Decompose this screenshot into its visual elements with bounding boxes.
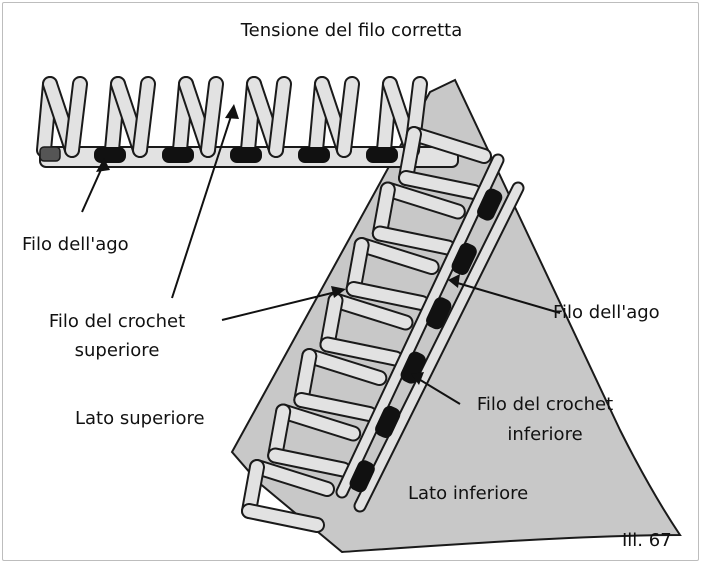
diagonal-looper-loop-fill bbox=[329, 294, 412, 329]
arrowhead bbox=[411, 372, 424, 385]
diagonal-looper-loop-fill bbox=[277, 405, 360, 440]
label-lower-looper-line1: Filo del crochet bbox=[476, 394, 614, 415]
fabric-edge-shadow bbox=[39, 146, 61, 162]
diagonal-stitch-strip bbox=[241, 126, 525, 533]
diagonal-looper-loop-fill bbox=[303, 350, 386, 384]
label-needle-thread-top: Filo dell'ago bbox=[22, 234, 129, 255]
label-needle-thread-right: Filo dell'ago bbox=[553, 302, 660, 323]
arrowhead bbox=[96, 158, 110, 172]
needle-thread-knot bbox=[230, 147, 262, 163]
needle-thread-knot bbox=[477, 188, 503, 221]
lower-looper-edge-fill bbox=[337, 155, 503, 497]
arrowhead bbox=[448, 274, 460, 288]
arrowhead bbox=[331, 286, 346, 298]
leader-upper-looper-diag bbox=[221, 290, 341, 321]
diagonal-looper-loop-fill bbox=[321, 338, 402, 365]
arrowhead bbox=[225, 104, 239, 119]
diagonal-looper-loop-fill bbox=[355, 239, 438, 273]
diagonal-looper-loop-fill bbox=[251, 461, 333, 495]
upper-looper-loop-fill bbox=[66, 78, 86, 156]
leader-lower-looper bbox=[416, 377, 461, 405]
diagonal-looper-loop-fill bbox=[400, 172, 480, 198]
upper-looper-loop-fill bbox=[270, 78, 290, 156]
needle-thread-knot bbox=[349, 460, 375, 493]
diagonal-looper-loop-fill bbox=[243, 505, 323, 531]
needle-thread-knot bbox=[451, 242, 477, 275]
upper-looper-loop-fill bbox=[134, 78, 154, 156]
needle-thread-knot bbox=[375, 405, 401, 438]
upper-looper-loop-fill bbox=[338, 78, 358, 156]
needle-thread-knot bbox=[426, 297, 452, 330]
figure-number: Ill. 67 bbox=[622, 530, 672, 551]
diagram-title: Tensione del filo corretta bbox=[240, 20, 463, 41]
upper-looper-loop-fill bbox=[202, 78, 222, 156]
diagonal-looper-loop-fill bbox=[347, 283, 428, 309]
diagonal-looper-loop-fill bbox=[381, 183, 464, 218]
diagonal-looper-loop-fill bbox=[408, 128, 490, 162]
leader-upper-looper-top bbox=[171, 109, 234, 299]
label-lower-looper-line2: inferiore bbox=[507, 424, 583, 445]
lower-looper-edge-fill bbox=[355, 183, 523, 511]
label-lower-side: Lato inferiore bbox=[408, 483, 529, 504]
needle-thread-knot bbox=[400, 351, 426, 384]
diagonal-looper-loop-fill bbox=[269, 449, 350, 476]
needle-thread-knot bbox=[162, 147, 194, 163]
label-upper-looper-line2: superiore bbox=[74, 340, 160, 361]
label-upper-looper-line1: Filo del crochet bbox=[48, 311, 186, 332]
top-stitch-strip bbox=[36, 76, 459, 168]
diagonal-looper-loop-fill bbox=[373, 227, 454, 254]
needle-thread-knot bbox=[298, 147, 330, 163]
needle-thread-knot bbox=[94, 147, 126, 163]
leader-needle-right bbox=[453, 281, 561, 314]
needle-thread-knot bbox=[366, 147, 398, 163]
label-upper-side: Lato superiore bbox=[75, 408, 205, 429]
diagonal-looper-loop-fill bbox=[295, 394, 376, 420]
